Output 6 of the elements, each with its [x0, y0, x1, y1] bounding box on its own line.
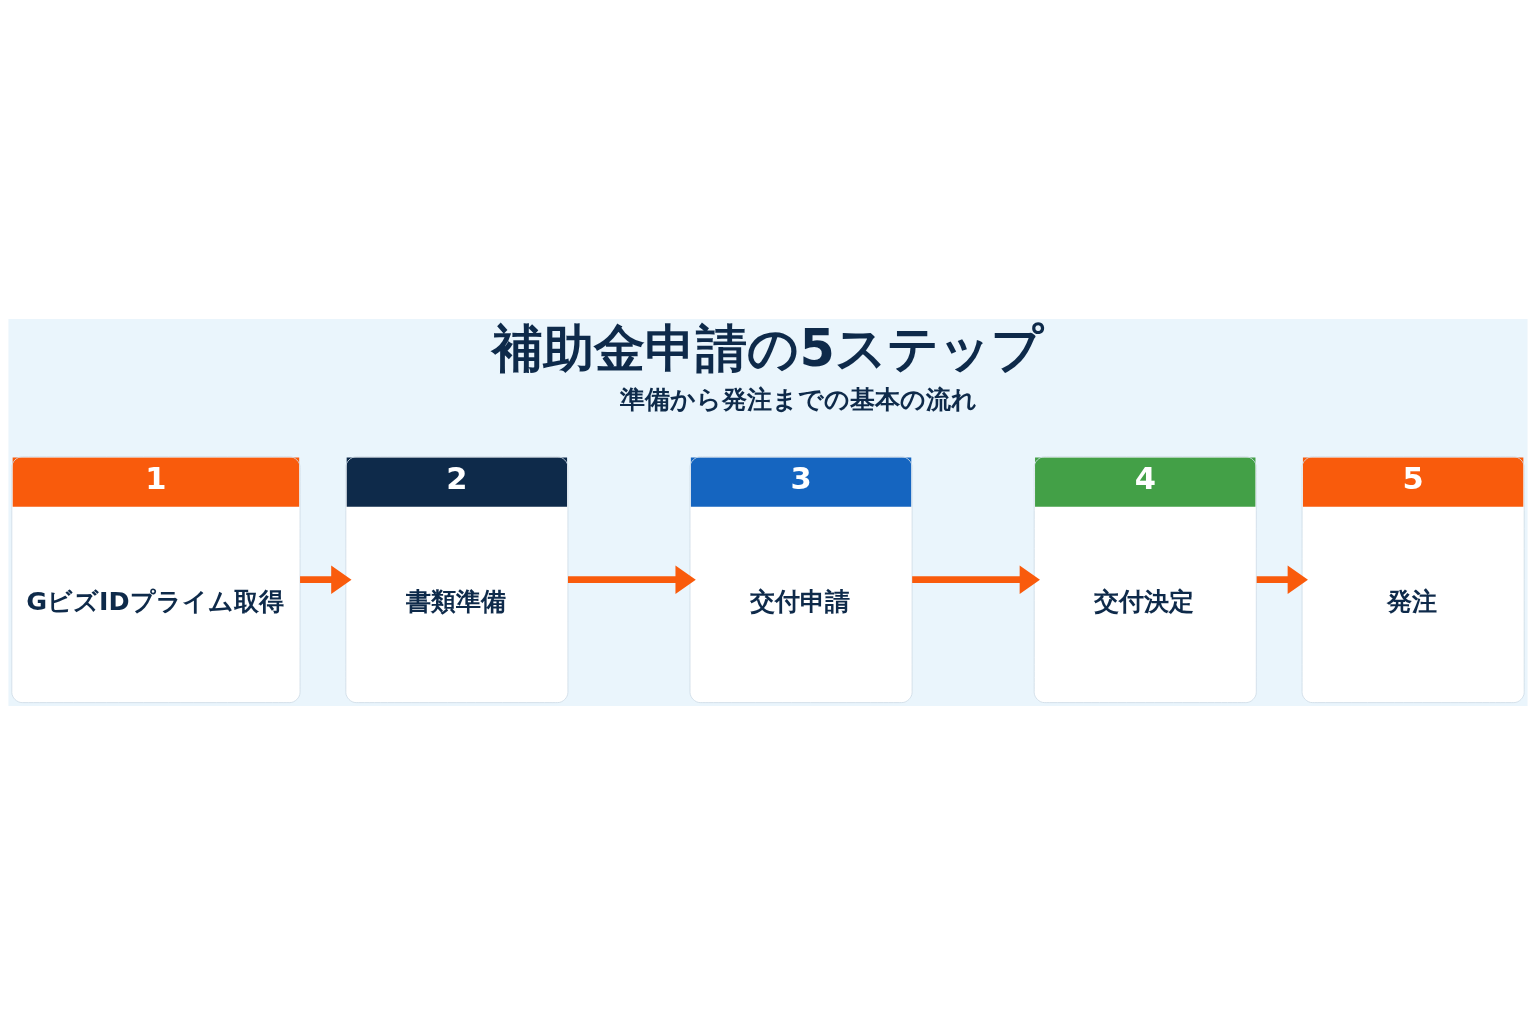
- arrow: [1256, 564, 1308, 594]
- arrow: [300, 564, 352, 594]
- diagram-title: 補助金申請の5ステップ: [492, 318, 1043, 378]
- arrow: [567, 564, 696, 594]
- arrow: [912, 564, 1040, 594]
- label: 準備から発注までの基本の流れ: [620, 383, 978, 414]
